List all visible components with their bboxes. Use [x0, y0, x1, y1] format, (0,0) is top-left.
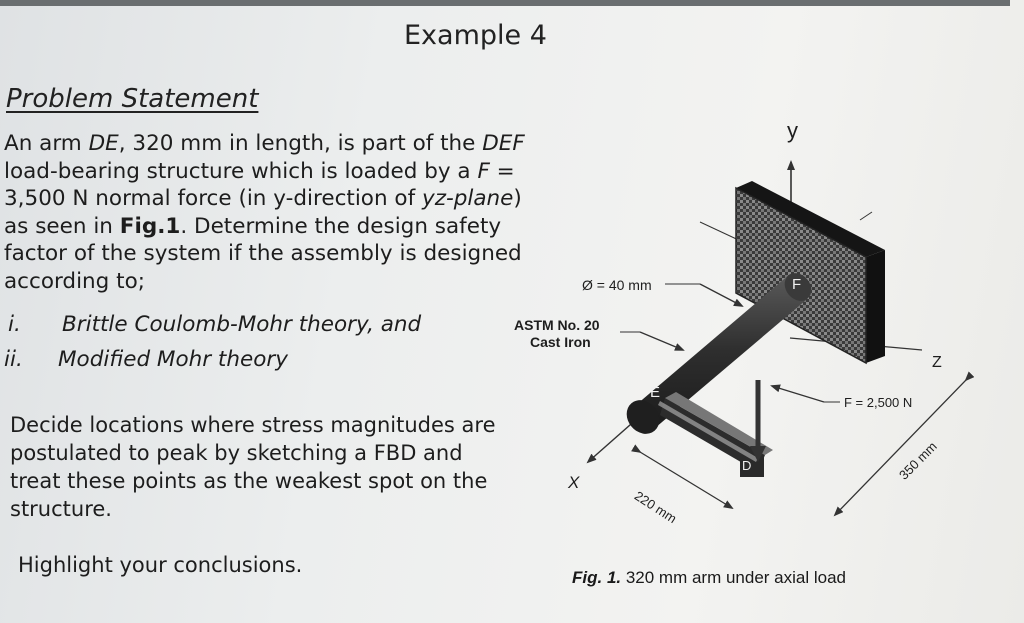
italic-term: yz-plane	[421, 186, 514, 211]
problem-statement: An arm DE, 320 mm in length, is part of …	[4, 131, 525, 294]
force-leader	[770, 384, 825, 403]
arm-rod-ef	[636, 274, 806, 428]
theory-item: ii. Modified Mohr theory	[4, 347, 484, 377]
italic-term: F	[477, 158, 490, 184]
arm-bar-de-top	[665, 392, 773, 455]
list-marker: i.	[8, 312, 21, 337]
italic-term: DE	[88, 131, 119, 156]
force-label: F = 2,500 N	[844, 395, 913, 410]
figure: y X Z Ø = 40 mm ASTM No. 20 Cast Iron E …	[500, 110, 1020, 620]
caption-text: 320 mm arm under axial load	[621, 568, 847, 587]
dim-350-line	[833, 371, 975, 517]
theory-text: Modified Mohr theory	[58, 347, 288, 372]
diameter-label: Ø = 40 mm	[582, 277, 652, 293]
material-label: ASTM No. 20	[514, 317, 600, 333]
theory-text: Brittle Coulomb-Mohr theory, and	[62, 312, 422, 337]
rod-end-f	[784, 273, 812, 301]
figure-caption: Fig. 1. 320 mm arm under axial load	[572, 568, 846, 588]
instruction-text: Decide locations where stress magnitudes…	[10, 413, 496, 521]
dim-220-line	[631, 444, 734, 510]
caption-prefix: Fig. 1.	[572, 568, 622, 587]
slide-title: Example 4	[404, 20, 547, 51]
point-d-label: D	[742, 458, 752, 473]
wall-side	[866, 250, 885, 363]
x-axis-label: X	[568, 473, 580, 492]
y-axis-label: y	[787, 118, 798, 143]
material-leader	[639, 331, 685, 351]
wall-edge-line	[859, 211, 873, 221]
theory-item: i. Brittle Coulomb-Mohr theory, and	[8, 312, 488, 342]
rod-end-e	[626, 400, 660, 434]
diameter-leader	[699, 283, 744, 307]
figure-drawing	[586, 160, 975, 517]
material-label: Cast Iron	[530, 334, 591, 350]
italic-term: DEF	[482, 131, 525, 156]
wall-top	[736, 181, 885, 257]
arm-highlight	[658, 401, 758, 462]
top-border	[0, 0, 1010, 6]
point-f-label: F	[792, 276, 802, 293]
section-heading: Problem Statement	[6, 84, 259, 114]
point-e-label: E	[650, 384, 661, 401]
conclusion-text: Highlight your conclusions.	[18, 553, 303, 577]
figure-reference: Fig.1	[119, 213, 181, 239]
list-marker: ii.	[4, 347, 23, 372]
force-arrowhead	[750, 446, 766, 462]
z-axis-label: Z	[932, 354, 942, 371]
